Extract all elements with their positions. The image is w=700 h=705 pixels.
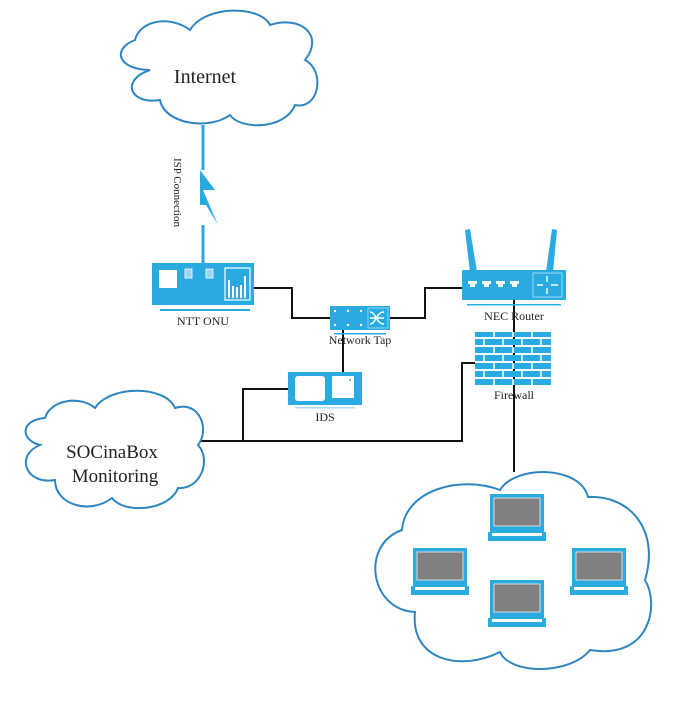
laptop-group [411, 494, 628, 627]
tap-label: Network Tap [329, 333, 392, 347]
router-label: NEC Router [484, 309, 544, 323]
laptop-icon[interactable] [411, 548, 469, 595]
onu-label: NTT ONU [177, 314, 229, 328]
soc-cloud[interactable] [24, 389, 205, 510]
tap-splitter-icon [369, 311, 385, 325]
tap-device[interactable] [330, 306, 390, 335]
laptop-icon[interactable] [570, 548, 628, 595]
internet-cloud[interactable] [120, 9, 319, 127]
antenna-left [465, 229, 477, 272]
onu-device[interactable] [152, 263, 254, 311]
wire-ids-soc [242, 388, 288, 441]
lightning-icon [200, 170, 218, 225]
ids-label: IDS [315, 410, 334, 424]
firewall-label: Firewall [494, 388, 535, 402]
router-device[interactable] [462, 229, 566, 306]
soc-label-line2: Monitoring [72, 466, 159, 487]
firewall-device[interactable] [475, 332, 551, 385]
ids-device[interactable] [288, 372, 362, 409]
isp-label: ISP Connection [171, 158, 183, 227]
lan-cloud[interactable] [374, 471, 653, 670]
signal-bars-icon [228, 276, 246, 298]
antenna-right [546, 229, 557, 272]
laptop-icon[interactable] [488, 580, 546, 627]
internet-label: Internet [174, 66, 237, 88]
wire-firewall-soc [200, 362, 475, 442]
router-arrows-icon [537, 276, 558, 294]
wire-onu-tap [254, 287, 330, 319]
isp-link [200, 125, 218, 265]
laptop-icon[interactable] [488, 494, 546, 541]
soc-label-line1: SOCinaBox [66, 442, 158, 463]
wire-tap-router [390, 287, 462, 319]
